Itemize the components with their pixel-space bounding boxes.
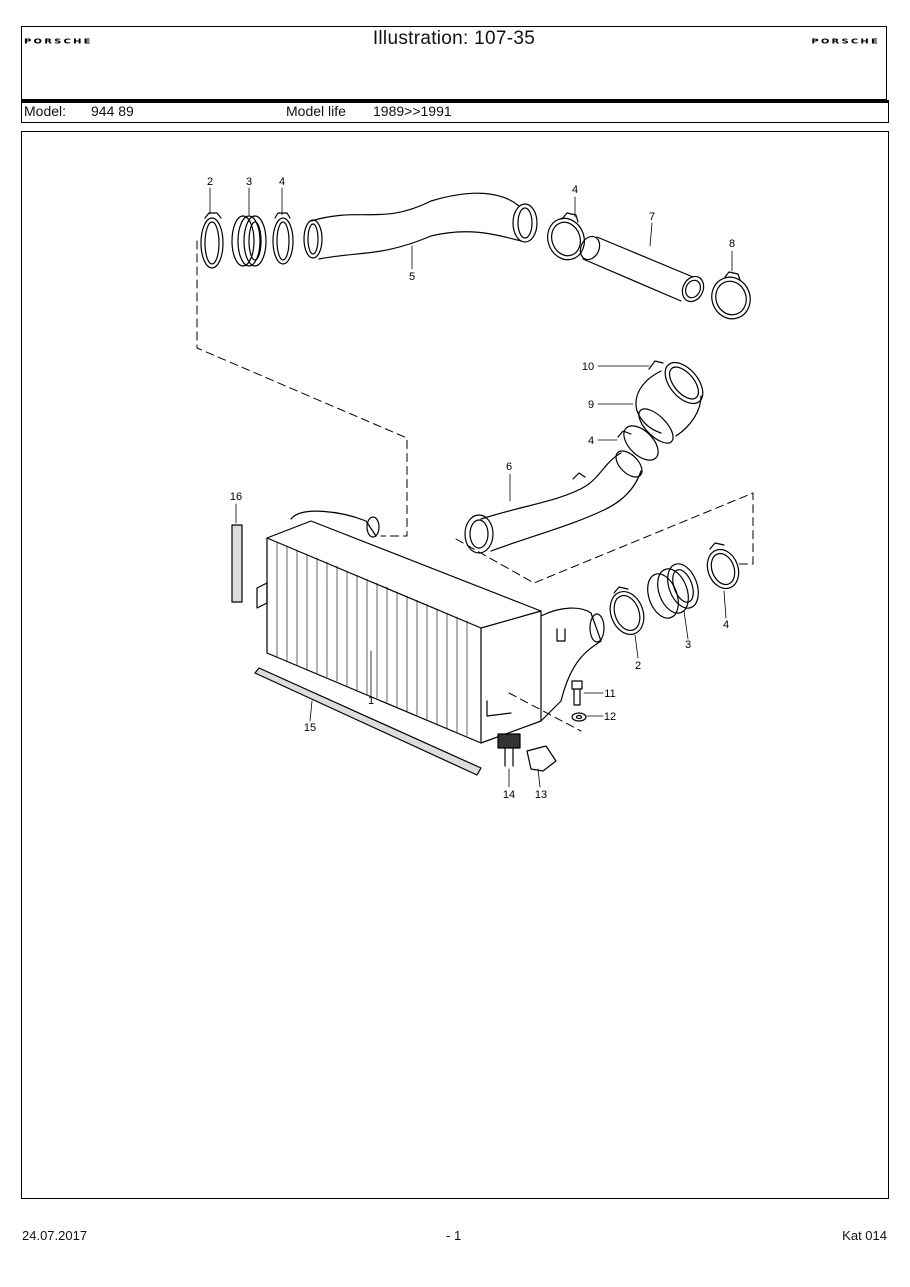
coupling-hose-9: [635, 361, 704, 444]
model-label: Model:: [24, 103, 67, 119]
foam-strip-15: [254, 667, 482, 776]
hose-clamp-10: [648, 360, 664, 370]
part-label-7: 7: [649, 211, 655, 223]
part-label-4-top-left: 4: [279, 176, 285, 188]
model-bar: Model: 944 89 Model life 1989>>1991: [21, 100, 889, 123]
charge-air-hose-6: [464, 450, 643, 554]
part-label-11: 11: [604, 688, 615, 700]
footer-catalog: Kat 014: [842, 1228, 887, 1243]
header-box: PORSCHE Illustration: 107-35 PORSCHE: [21, 26, 887, 100]
intercooler-1: [256, 510, 605, 744]
hose-clamp-4-bottom: [706, 542, 740, 590]
part-label-4-top-right: 4: [572, 184, 578, 196]
porsche-logo-left: PORSCHE: [24, 38, 93, 46]
bracket-13: [526, 745, 557, 772]
washer-12: [571, 712, 587, 722]
model-life-value: 1989>>1991: [373, 103, 452, 119]
part-label-12: 12: [604, 711, 616, 723]
rubber-mount-14: [497, 733, 521, 767]
part-label-2-bottom: 2: [635, 660, 641, 672]
part-label-1: 1: [368, 695, 374, 707]
part-label-16: 16: [230, 491, 242, 503]
hose-clamp-2-top: [200, 212, 224, 269]
part-label-3-bottom: 3: [685, 639, 691, 651]
hose-clamp-8: [711, 271, 751, 320]
part-label-3-top: 3: [246, 176, 252, 188]
porsche-logo-right: PORSCHE: [811, 38, 880, 46]
foam-strip-16: [231, 524, 243, 603]
exploded-parts-diagram: 1 2 3 4 5 4 7 8 10 9 4 6 16 2 3 4 11 12 …: [196, 176, 754, 801]
model-value: 944 89: [91, 103, 134, 119]
part-label-8: 8: [729, 238, 735, 250]
footer-page-number: - 1: [446, 1228, 462, 1243]
hose-clamp-4-top-right: [547, 212, 585, 261]
leader-lines: [209, 187, 733, 788]
part-label-14: 14: [503, 789, 515, 801]
rubber-sleeve-3-bottom: [647, 563, 699, 619]
charge-air-hose-5: [303, 192, 538, 260]
footer-date: 24.07.2017: [22, 1228, 88, 1243]
rubber-sleeve-3-top: [231, 215, 267, 267]
dashed-routing-lines: [196, 240, 754, 732]
part-label-6: 6: [506, 461, 512, 473]
hose-clamp-2-bottom: [609, 586, 645, 635]
model-life-label: Model life: [286, 103, 346, 119]
hose-clamp-4-top-left: [272, 212, 294, 265]
part-label-2-top: 2: [207, 176, 213, 188]
hose-clamp-4-middle: [617, 425, 659, 461]
page-title: Illustration: 107-35: [372, 28, 536, 49]
part-label-4-middle: 4: [588, 435, 594, 447]
illustration-frame: 1 2 3 4 5 4 7 8 10 9 4 6 16 2 3 4 11 12 …: [21, 131, 889, 1199]
part-label-10: 10: [582, 361, 594, 373]
part-label-9: 9: [588, 399, 594, 411]
part-labels: 1 2 3 4 5 4 7 8 10 9 4 6 16 2 3 4 11 12 …: [207, 176, 735, 801]
part-label-15: 15: [304, 722, 316, 734]
part-label-4-bottom: 4: [723, 619, 729, 631]
bolt-11: [571, 680, 583, 706]
part-label-13: 13: [535, 789, 547, 801]
part-label-5: 5: [409, 271, 415, 283]
hose-section-7: [579, 235, 705, 303]
